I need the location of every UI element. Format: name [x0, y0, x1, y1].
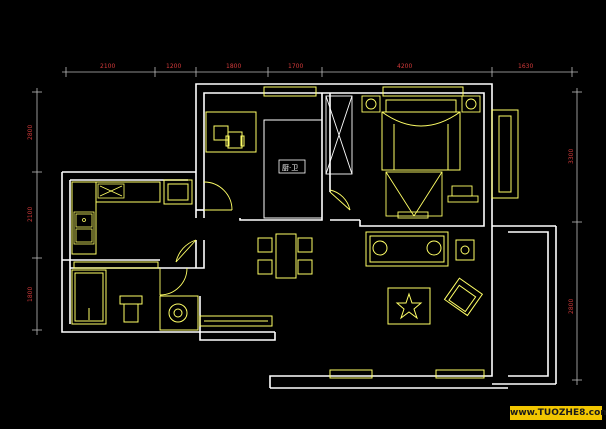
- kitchen-counter: [71, 179, 193, 255]
- walls: [61, 83, 557, 389]
- sink-icon: [73, 211, 95, 245]
- dim-top-2: 1200: [166, 63, 181, 70]
- washbasin-icon: [159, 295, 199, 331]
- dim-top-1: 2100: [100, 63, 115, 70]
- room-tag-box: [278, 159, 306, 174]
- windows: [73, 86, 519, 379]
- doors: [159, 181, 351, 296]
- side-table-icon: [455, 239, 475, 261]
- armchair-icon: [443, 277, 484, 317]
- dim-top-4: 1700: [288, 63, 303, 70]
- top-dimension-line: [62, 67, 578, 77]
- nightstand-icon: [361, 95, 481, 113]
- bed-icon: [381, 99, 461, 171]
- dining-chair-icon: [257, 237, 313, 275]
- dim-top-5: 4200: [397, 63, 412, 70]
- stove-icon: [97, 183, 125, 199]
- dining-table: [275, 233, 297, 279]
- watermark-logo: www.TUOZHE8.com: [510, 406, 606, 420]
- dresser-icon: [447, 185, 479, 203]
- shower-icon: [71, 269, 107, 325]
- entry-cabinet: [263, 119, 323, 219]
- toilet-icon: [119, 295, 143, 323]
- wardrobe-icon: [325, 95, 353, 175]
- sofa-icon: [365, 231, 449, 267]
- right-dimension-line: [572, 88, 582, 385]
- room-tag: 厨·卫: [282, 164, 298, 172]
- dim-right-1: 3300: [568, 149, 575, 164]
- dim-right-2: 2800: [568, 299, 575, 314]
- dim-left-3: 1800: [27, 287, 34, 302]
- dim-top-6: 1630: [518, 63, 533, 70]
- tv-cabinet-icon: [385, 171, 443, 219]
- chair-icon: [225, 131, 245, 149]
- dim-left-1: 2800: [27, 125, 34, 140]
- left-dimension-line: [32, 88, 42, 335]
- coffee-table-icon: [387, 287, 431, 325]
- dim-top-3: 1800: [226, 63, 241, 70]
- dim-left-2: 2100: [27, 207, 34, 222]
